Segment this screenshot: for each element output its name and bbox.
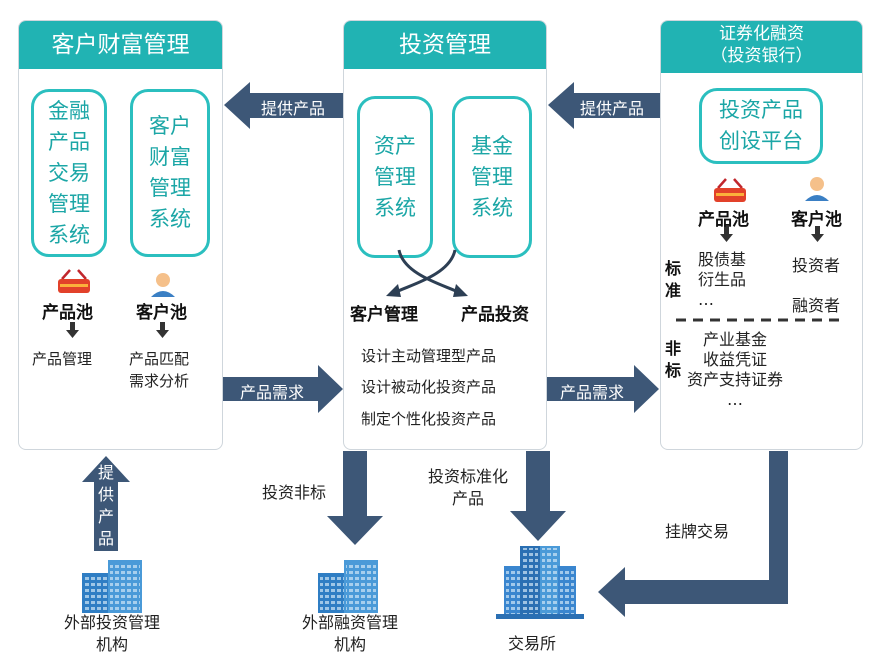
wealth-management-system-pill: 客户 财富 管理 系统 — [130, 89, 210, 257]
panel-header: 证券化融资 （投资银行） — [661, 21, 862, 73]
customer-management-label: 客户管理 — [350, 305, 418, 325]
provide-product-up-arrow — [82, 456, 130, 551]
listing-arrow — [598, 451, 788, 617]
product-demand-arrow-2 — [546, 365, 659, 413]
nonstandard-label: 非 标 — [665, 339, 682, 380]
investor-text: 投资者 — [792, 256, 841, 275]
standard-label: 标 准 — [665, 259, 682, 300]
investment-management-panel: 投资管理 资产 管理 系统 基金 管理 系统 — [343, 20, 547, 450]
external-finance-institution: 外部融资管理 机构 — [301, 613, 398, 654]
panel-title: 证券化融资 （投资银行） — [710, 24, 813, 66]
product-demand-arrow-1 — [222, 365, 343, 413]
product-demand-label-2: 产品需求 — [559, 383, 624, 402]
invest-nonstd-label: 投资非标 — [262, 483, 327, 502]
panel-title: 投资管理 — [399, 32, 491, 58]
financer-text: 融资者 — [792, 296, 841, 315]
design-passive-product: 设计被动化投资产品 — [361, 378, 497, 396]
exchange-label: 交易所 — [508, 634, 557, 653]
standard-items: 股债基 衍生品 … — [698, 250, 747, 309]
customer-pool-label: 客户池 — [136, 303, 187, 323]
securitization-panel: 证券化融资 （投资银行） 投资产品 创设平台 — [660, 20, 863, 450]
provide-product-arrow-2 — [548, 82, 660, 129]
fund-management-system-pill: 基金 管理 系统 — [452, 96, 532, 258]
invest-std-arrow — [510, 451, 566, 541]
design-active-product: 设计主动管理型产品 — [361, 347, 497, 365]
pill-label: 基金 管理 系统 — [471, 133, 513, 220]
customer-pool-label: 客户池 — [791, 210, 842, 230]
panel-header: 客户财富管理 — [19, 21, 222, 69]
pill-label: 投资产品 创设平台 — [719, 98, 803, 153]
nonstandard-items: 产业基金 收益凭证 资产支持证券 … — [686, 330, 783, 409]
panel-title: 客户财富管理 — [51, 32, 190, 58]
external-investment-institution: 外部投资管理 机构 — [63, 613, 160, 654]
provide-product-label-1: 提供产品 — [260, 99, 325, 118]
invest-std-label: 投资标准化 产品 — [428, 467, 509, 508]
product-pool-label: 产品池 — [698, 210, 749, 230]
product-creation-platform-pill: 投资产品 创设平台 — [699, 88, 823, 164]
provide-product-label-2: 提供产品 — [579, 99, 644, 118]
asset-management-system-pill: 资产 管理 系统 — [357, 96, 433, 258]
provide-product-up-label: 提 供 产 品 — [97, 463, 114, 548]
product-management-text: 产品管理 — [32, 350, 93, 368]
financial-trading-system-pill: 金融 产品 交易 管理 系统 — [31, 89, 107, 257]
product-demand-label-1: 产品需求 — [239, 383, 304, 402]
panel-header: 投资管理 — [344, 21, 546, 69]
invest-nonstd-arrow — [327, 451, 383, 545]
pill-label: 客户 财富 管理 系统 — [149, 114, 191, 231]
listing-trade-label: 挂牌交易 — [665, 522, 730, 541]
provide-product-arrow-1 — [224, 82, 343, 129]
pill-label: 金融 产品 交易 管理 系统 — [48, 98, 90, 247]
product-pool-label: 产品池 — [42, 303, 93, 323]
design-custom-product: 制定个性化投资产品 — [361, 410, 497, 428]
product-investment-label: 产品投资 — [461, 305, 529, 325]
pill-label: 资产 管理 系统 — [374, 133, 416, 220]
product-matching-text: 产品匹配 需求分析 — [129, 350, 190, 390]
wealth-management-panel: 客户财富管理 金融 产品 交易 管理 系统 客户 财富 管理 系统 — [18, 20, 223, 450]
